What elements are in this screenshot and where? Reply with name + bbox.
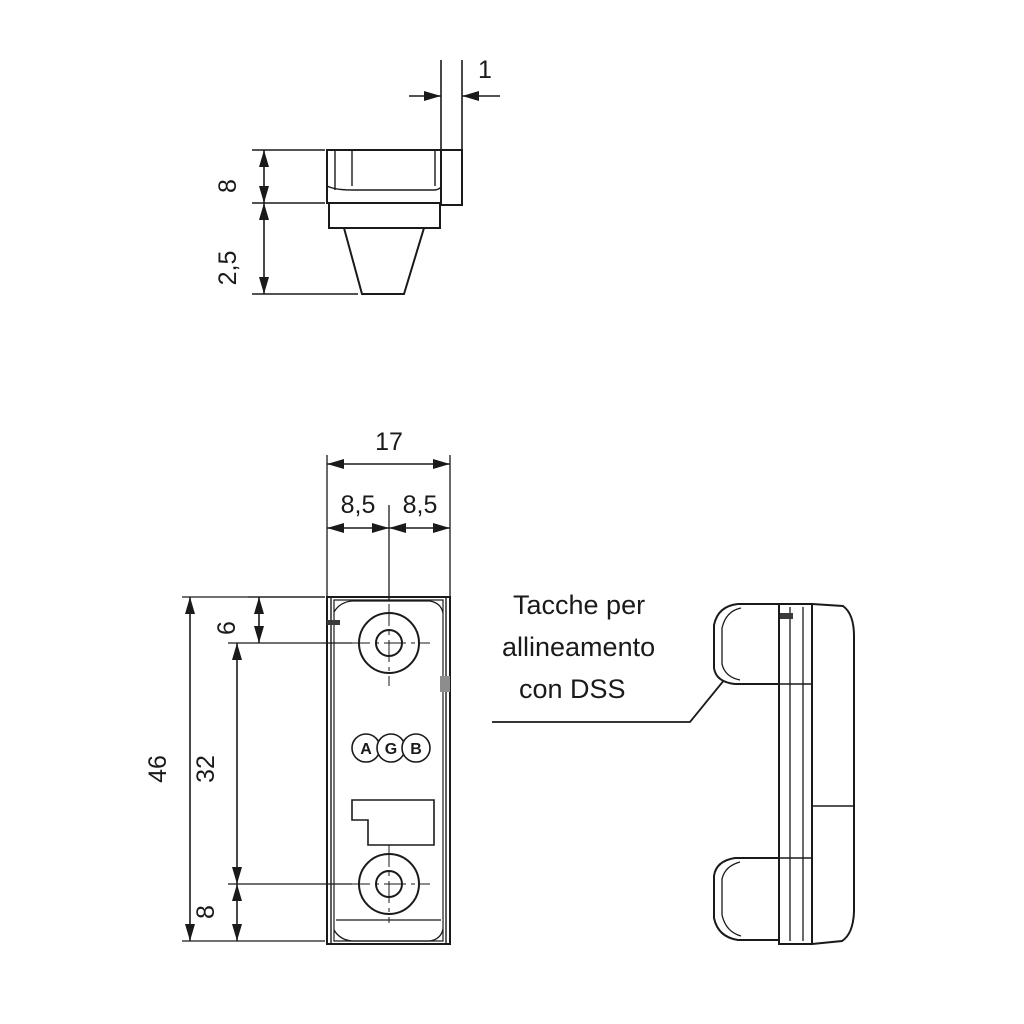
dim-label-1: 1 [478, 56, 492, 84]
front-view-plate [326, 596, 451, 945]
dim-label-6: 6 [213, 621, 241, 635]
dim-label-32: 32 [192, 755, 220, 783]
arrow-32-top [232, 643, 242, 660]
top-view-flange [440, 149, 463, 206]
dim-label-8-top-view: 8 [214, 179, 242, 193]
front-view-top-chamfer [333, 600, 444, 614]
arrow-46-top [185, 597, 195, 614]
front-view: A G B 17 8,5 8,5 [144, 428, 451, 945]
arrow-25-top [259, 203, 269, 220]
side-view-plate [778, 603, 813, 945]
front-view-bottom-chamfer [333, 928, 444, 942]
top-view-shank [328, 202, 441, 295]
arrow-1-left [424, 91, 441, 101]
side-view-body [811, 602, 855, 946]
dim-label-85-right: 8,5 [403, 491, 438, 519]
side-view-upper-hook [713, 603, 780, 685]
dim-label-85-left: 8,5 [341, 491, 376, 519]
alignment-notch-left [327, 620, 340, 625]
dim-label-46: 46 [144, 755, 172, 783]
note-line-1: Tacche per [513, 590, 645, 620]
top-section-view: 1 8 2,5 [214, 56, 500, 295]
arrow-1-right [462, 91, 479, 101]
brand-letter-g: G [385, 741, 397, 758]
side-view-upper-hook-inner [721, 607, 742, 681]
arrow-85-left-a [327, 523, 344, 533]
arrow-17-left [327, 459, 344, 469]
alignment-note: Tacche per allineamento con DSS [492, 590, 761, 723]
arrow-8-top [259, 150, 269, 167]
brand-letter-a: A [360, 741, 372, 758]
alignment-notch-right [440, 676, 450, 692]
dim-label-17: 17 [375, 428, 403, 456]
arrow-32-bottom [232, 867, 242, 884]
dim-label-25: 2,5 [214, 251, 242, 286]
arrow-85-left-b [372, 523, 389, 533]
arrow-17-right [433, 459, 450, 469]
arrow-85-right-a [389, 523, 406, 533]
note-line-2: allineamento [502, 632, 655, 662]
note-line-3: con DSS [519, 674, 626, 704]
arrow-8-bottom-a [232, 884, 242, 901]
arrow-8-bottom-b [232, 924, 242, 941]
front-view-inner-face [333, 599, 444, 942]
side-view-notch [779, 613, 793, 619]
top-view-upper-block [326, 149, 442, 204]
top-view-detail-curve [326, 185, 442, 191]
arrow-6-top [254, 597, 264, 614]
side-view-lower-hook [713, 857, 780, 941]
side-view [713, 602, 855, 946]
front-view-recess [351, 799, 435, 846]
arrow-6-bottom [254, 626, 264, 643]
arrow-85-right-b [433, 523, 450, 533]
arrow-8-bottom [259, 186, 269, 203]
brand-mark-agb: A G B [351, 733, 431, 763]
brand-letter-b: B [410, 741, 422, 758]
dim-label-8-bottom: 8 [192, 905, 220, 919]
side-view-lower-hook-inner [721, 861, 742, 937]
brand-circle-b [401, 733, 431, 763]
arrow-46-bottom [185, 924, 195, 941]
arrow-25-bottom [259, 277, 269, 294]
